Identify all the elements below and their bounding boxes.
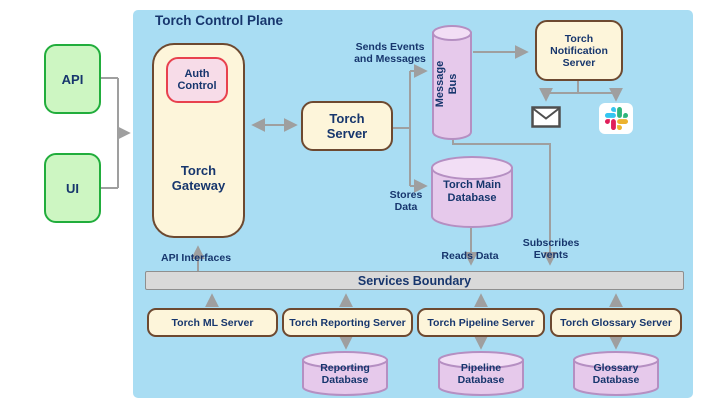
api-client-label: API: [61, 71, 84, 87]
reads-data-label: Reads Data: [441, 250, 499, 262]
pipeline-database-cylinder: [438, 351, 524, 396]
ui-client-label: UI: [66, 180, 79, 196]
main-database-label: Torch Main Database: [443, 179, 501, 204]
api-client-node: API: [44, 44, 101, 114]
sends-events-label: Sends Events and Messages: [354, 41, 426, 66]
cylinders: [302, 25, 659, 396]
reporting-database-label: Reporting Database: [320, 362, 370, 387]
message-bus-cylinder: [432, 25, 472, 140]
reporting-server-label: Torch Reporting Server: [289, 316, 406, 329]
reporting-database-cylinder: [302, 351, 388, 396]
stores-data-label: Stores Data: [389, 189, 423, 214]
bus-subscribes-arrow: [452, 139, 557, 266]
reporting-server-node: Torch Reporting Server: [282, 308, 413, 337]
message-bus-label: Message Bus: [434, 60, 459, 108]
subscribes-events-label: Subscribes Events: [522, 237, 580, 262]
glossary-server-label: Torch Glossary Server: [560, 316, 672, 329]
ml-server-label: Torch ML Server: [171, 316, 254, 329]
notification-branch-line: [546, 81, 616, 94]
torch-server-label: Torch Server: [326, 111, 368, 141]
pipeline-server-node: Torch Pipeline Server: [417, 308, 545, 337]
glossary-server-node: Torch Glossary Server: [550, 308, 682, 337]
torch-gateway-label: Torch Gateway: [171, 163, 226, 194]
connectors: [101, 45, 623, 350]
server-branch-line: [393, 71, 411, 186]
pipeline-database-label: Pipeline Database: [457, 362, 505, 387]
main-database-cylinder: [431, 156, 513, 228]
glossary-database-cylinder: [573, 351, 659, 396]
auth-control-node: Auth Control: [166, 57, 228, 103]
api-interfaces-label: API Interfaces: [161, 252, 232, 264]
torch-server-node: Torch Server: [301, 101, 393, 151]
notification-server-label: Torch Notification Server: [550, 32, 608, 69]
ml-server-node: Torch ML Server: [147, 308, 278, 337]
slack-icon: [599, 103, 633, 134]
glossary-database-label: Glossary Database: [592, 362, 640, 387]
services-boundary-label: Services Boundary: [357, 273, 472, 288]
email-icon: [531, 106, 561, 128]
ui-client-node: UI: [44, 153, 101, 223]
pipeline-server-label: Torch Pipeline Server: [427, 316, 535, 329]
clients-junction-line: [101, 77, 119, 189]
notification-server-node: Torch Notification Server: [535, 20, 623, 81]
auth-control-label: Auth Control: [177, 68, 217, 92]
page-title: Torch Control Plane: [155, 13, 284, 28]
services-boundary-bar: Services Boundary: [145, 271, 684, 290]
